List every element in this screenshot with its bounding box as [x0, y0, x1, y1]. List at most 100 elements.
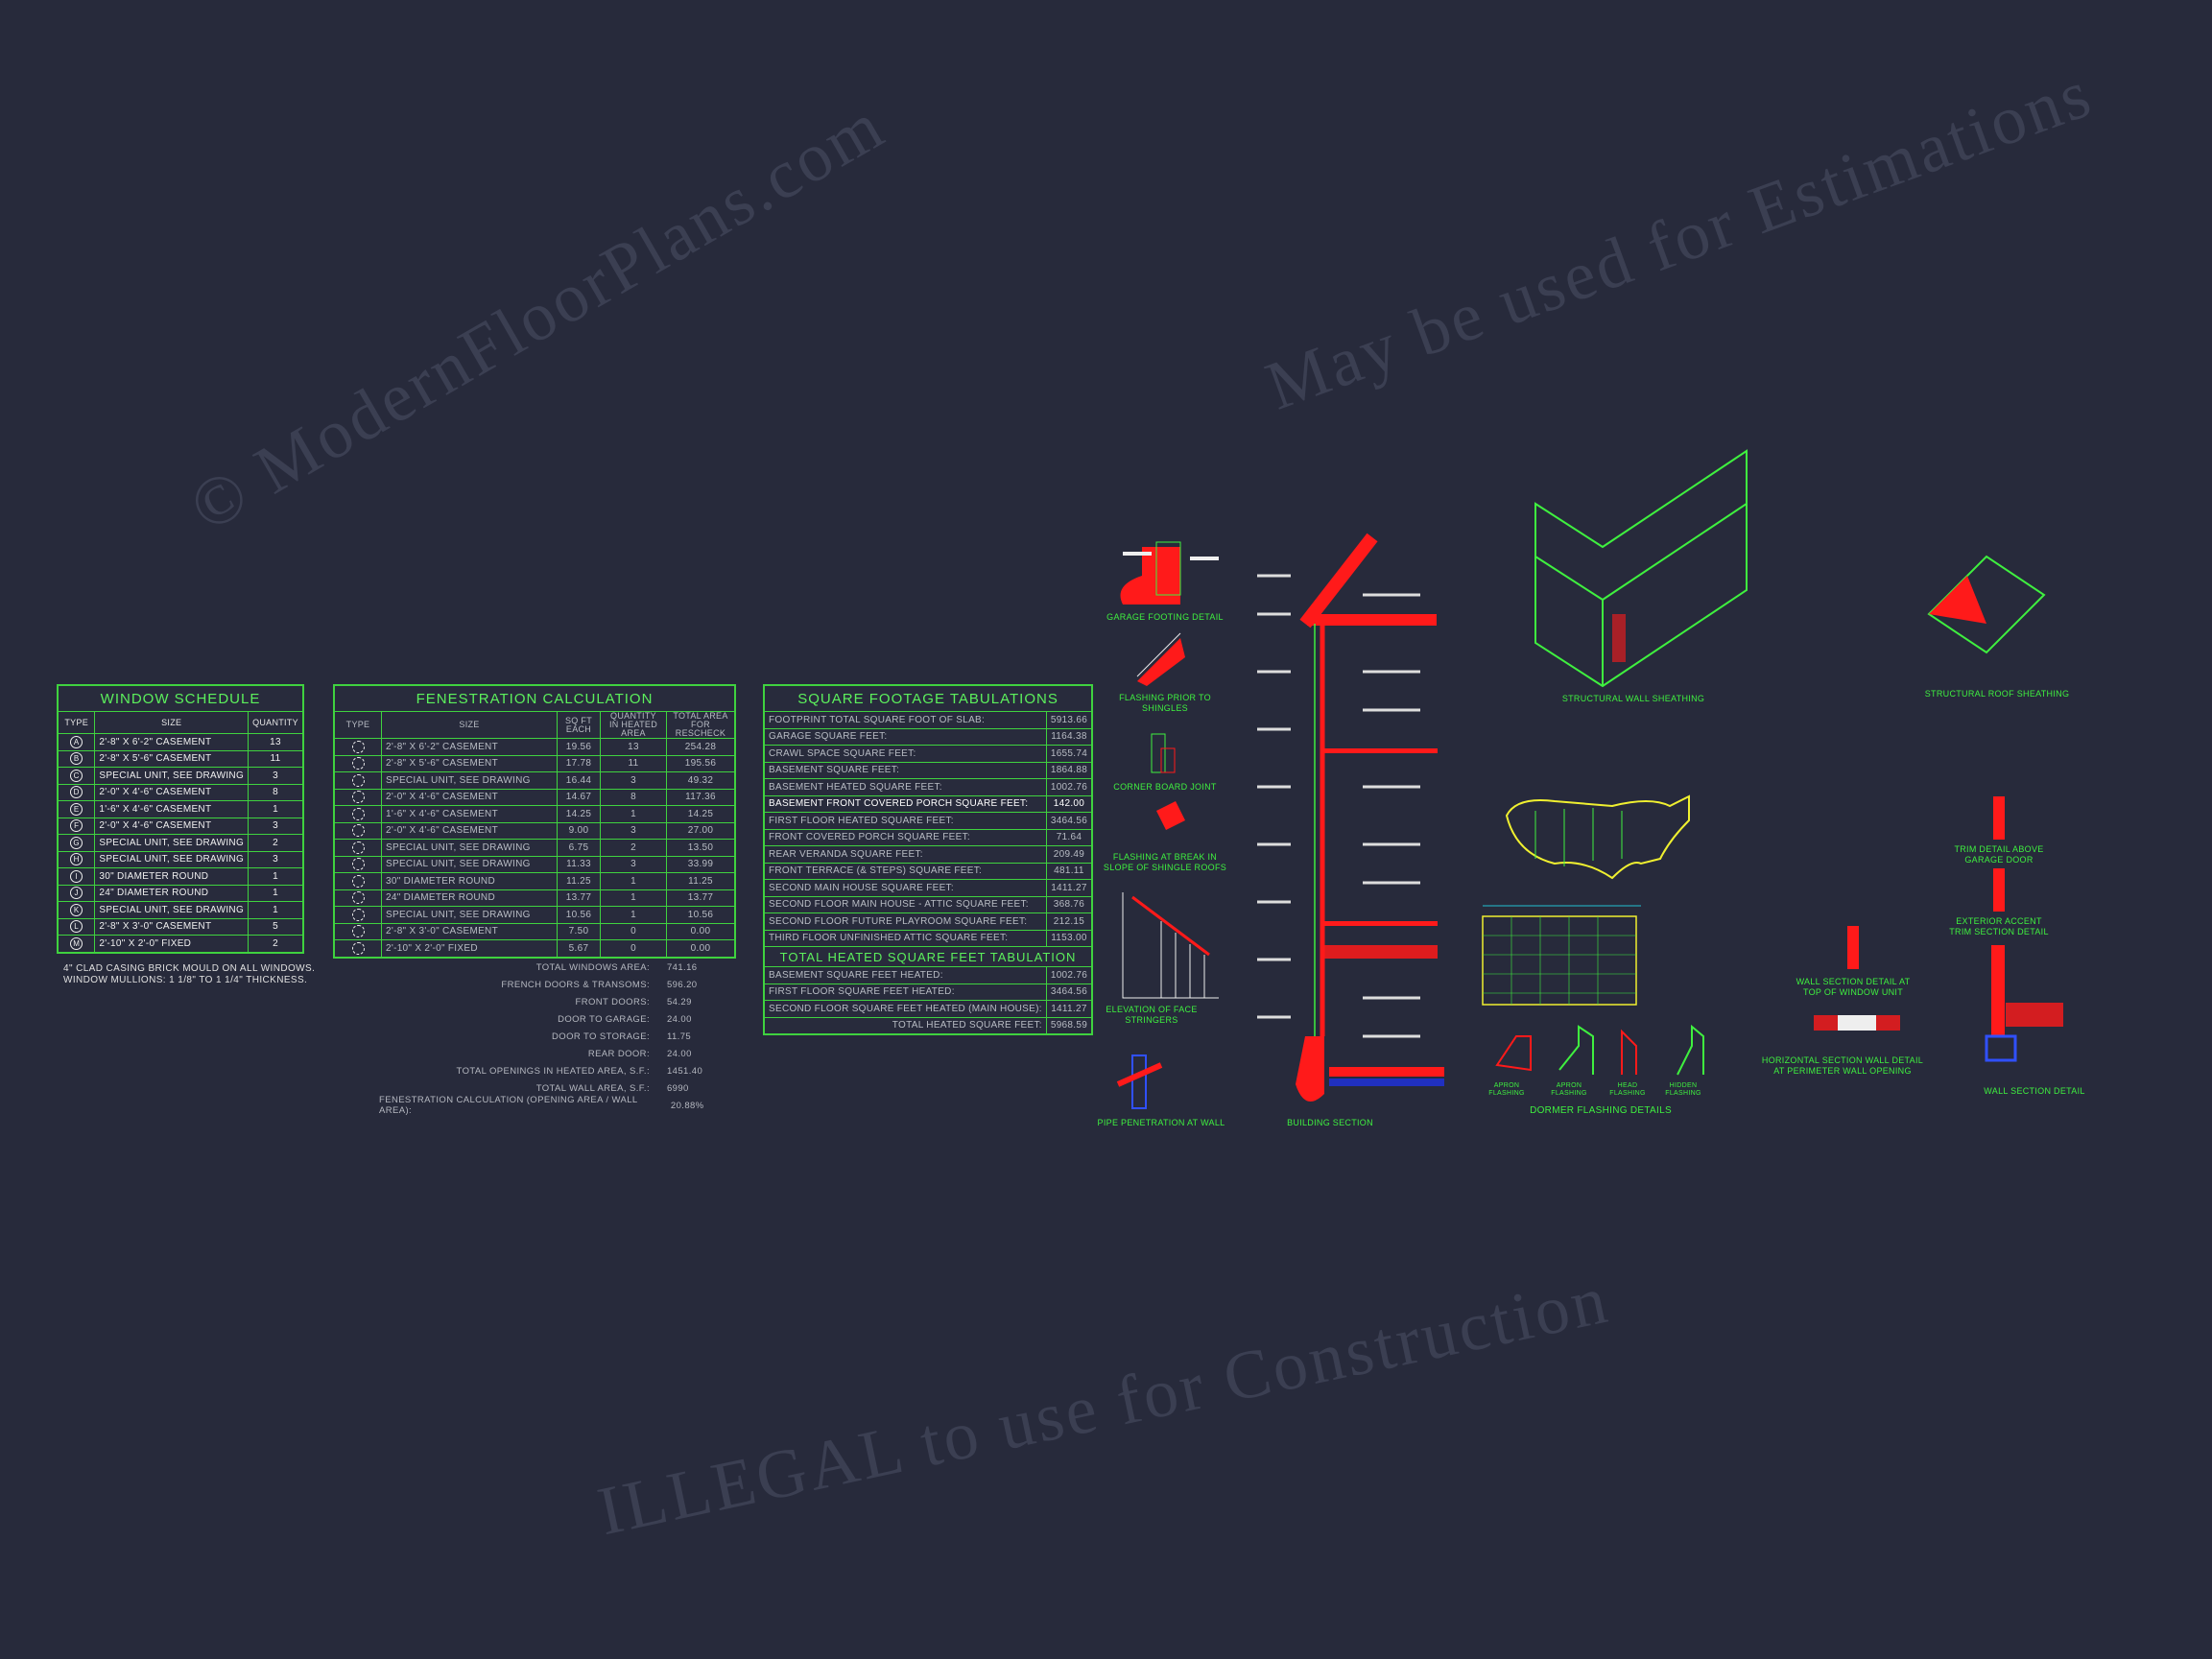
total-value: 5968.59: [1045, 1016, 1093, 1035]
note-line-2: WINDOW MULLIONS: 1 1/8" TO 1 1/4" THICKN…: [63, 975, 308, 985]
summary-row: TOTAL WINDOWS AREA: 741.16: [379, 959, 725, 976]
summary-label: TOTAL OPENINGS IN HEATED AREA, S.F.:: [456, 1065, 650, 1077]
caption-stringers: ELEVATION OF FACE STRINGERS: [1106, 1005, 1198, 1025]
summary-value: 741.16: [667, 961, 698, 973]
summary-value: 54.29: [667, 996, 692, 1007]
summary-row: FRENCH DOORS & TRANSOMS:596.20: [379, 976, 725, 993]
col-size: SIZE: [94, 711, 250, 734]
structural-roof-sheathing: [1927, 555, 2046, 654]
value-cell: 1655.74: [1045, 745, 1093, 763]
caption-pipe-penetration: PIPE PENETRATION AT WALL: [1097, 1118, 1225, 1127]
square-footage-table: SQUARE FOOTAGE TABULATIONS FOOTPRINT TOT…: [763, 684, 1094, 1035]
summary-label: FRONT DOORS:: [575, 996, 650, 1007]
table-row: SECOND MAIN HOUSE SQUARE FEET:1411.27: [763, 879, 1093, 897]
caption-corner-board: CORNER BOARD JOINT: [1113, 782, 1217, 792]
col-size: SIZE: [381, 711, 558, 739]
type-cell: G: [57, 834, 96, 852]
col-quantity: QUANTITY: [248, 711, 304, 734]
type-tag: A: [70, 735, 83, 748]
total-area-cell: 0.00: [666, 939, 736, 958]
type-tag: K: [70, 903, 83, 916]
total-row: TOTAL HEATED SQUARE FEET:5968.59: [763, 1016, 1093, 1035]
summary-value: 596.20: [667, 979, 698, 990]
table-row: SECOND FLOOR MAIN HOUSE - ATTIC SQUARE F…: [763, 895, 1093, 913]
table-row: BASEMENT HEATED SQUARE FEET:1002.76: [763, 778, 1093, 796]
type-tag: F: [70, 819, 83, 833]
caption-dormer-flashing: DORMER FLASHING DETAILS: [1530, 1105, 1672, 1116]
summary-row: REAR DOOR: 24.00: [379, 1045, 725, 1062]
snow-load-chart: [1482, 905, 1641, 1006]
type-tag: M: [351, 941, 365, 955]
garage-footing-detail: [1120, 541, 1219, 604]
summary-value: 24.00: [667, 1048, 692, 1059]
caption-garage-footing: GARAGE FOOTING DETAIL: [1106, 612, 1224, 622]
quantity-cell: 0: [600, 939, 667, 958]
caption-wall-section: WALL SECTION DETAIL: [1984, 1086, 2085, 1096]
caption-apron-1: APRON FLASHING: [1488, 1082, 1525, 1097]
type-tag: E: [351, 807, 365, 820]
type-tag: F: [351, 824, 365, 838]
type-tag: L: [70, 920, 83, 934]
summary-row: TOTAL WALL AREA, S.F.:6990: [379, 1079, 725, 1097]
type-tag: I: [70, 869, 83, 883]
heated-title-row: TOTAL HEATED SQUARE FEET TABULATION: [763, 946, 1093, 967]
window-schedule-note: 4" CLAD CASING BRICK MOULD ON ALL WINDOW…: [63, 963, 315, 986]
quantity-cell: 2: [248, 935, 304, 953]
summary-value: 24.00: [667, 1013, 692, 1025]
col-quantity: QUANTITY IN HEATED AREA: [600, 711, 667, 739]
fenestration-table: FENESTRATION CALCULATION TYPE SIZE SQ FT…: [333, 684, 736, 959]
type-tag: I: [351, 874, 365, 888]
summary-label: REAR DOOR:: [587, 1048, 650, 1059]
total-label: TOTAL HEATED SQUARE FEET:: [763, 1016, 1047, 1035]
structural-wall-sheathing: [1534, 449, 1748, 688]
size-cell: 2'-10" x 2'-0" FIXED: [381, 939, 558, 958]
type-tag: D: [70, 786, 83, 799]
type-tag: H: [70, 853, 83, 866]
summary-row: DOOR TO STORAGE:11.75: [379, 1028, 725, 1045]
col-total-area: TOTAL AREA FOR RESCHECK: [666, 711, 736, 739]
col-type: TYPE: [333, 711, 382, 739]
type-tag: L: [351, 925, 365, 938]
type-tag: G: [70, 836, 83, 849]
flashing-detail: [1136, 632, 1185, 686]
total-area-cell: 27.00: [666, 821, 736, 840]
caption-head: HEAD FLASHING: [1609, 1082, 1646, 1097]
caption-accent-trim: EXTERIOR ACCENT TRIM SECTION DETAIL: [1949, 916, 2049, 936]
sheathing-opening: [1612, 614, 1626, 662]
type-tag: J: [70, 887, 83, 900]
summary-label: DOOR TO STORAGE:: [552, 1031, 650, 1042]
summary-label: TOTAL WINDOWS AREA:: [535, 961, 650, 973]
square-footage-title: SQUARE FOOTAGE TABULATIONS: [763, 684, 1093, 712]
value-cell: 1864.88: [1045, 761, 1093, 779]
type-tag: B: [351, 757, 365, 770]
stairs-elevation: [1122, 892, 1219, 999]
summary-row: DOOR TO GARAGE:24.00: [379, 1010, 725, 1028]
type-tag: B: [70, 752, 83, 766]
summary-label: FENESTRATION CALCULATION (OPENING AREA /…: [379, 1095, 638, 1116]
summary-value: 6990: [667, 1082, 689, 1094]
building-section: [1257, 533, 1444, 1102]
col-sqft-each: SQ FT EACH: [557, 711, 601, 739]
corner-board-joint: [1151, 733, 1176, 773]
caption-trim-garage: TRIM DETAIL ABOVE GARAGE DOOR: [1954, 844, 2044, 865]
type-tag: C: [70, 769, 83, 782]
caption-wall-sheathing: STRUCTURAL WALL SHEATHING: [1561, 694, 1705, 703]
caption-hidden: HIDDEN FLASHING: [1665, 1082, 1701, 1097]
heated-title: TOTAL HEATED SQUARE FEET TABULATION: [763, 946, 1093, 967]
table-row: BASEMENT SQUARE FEET:1864.88: [763, 761, 1093, 779]
table-row: FRONT COVERED PORCH SQUARE FEET:71.64: [763, 828, 1093, 846]
type-tag: J: [351, 891, 365, 905]
caption-flashing-shingles: FLASHING PRIOR TO SHINGLES: [1119, 693, 1211, 713]
